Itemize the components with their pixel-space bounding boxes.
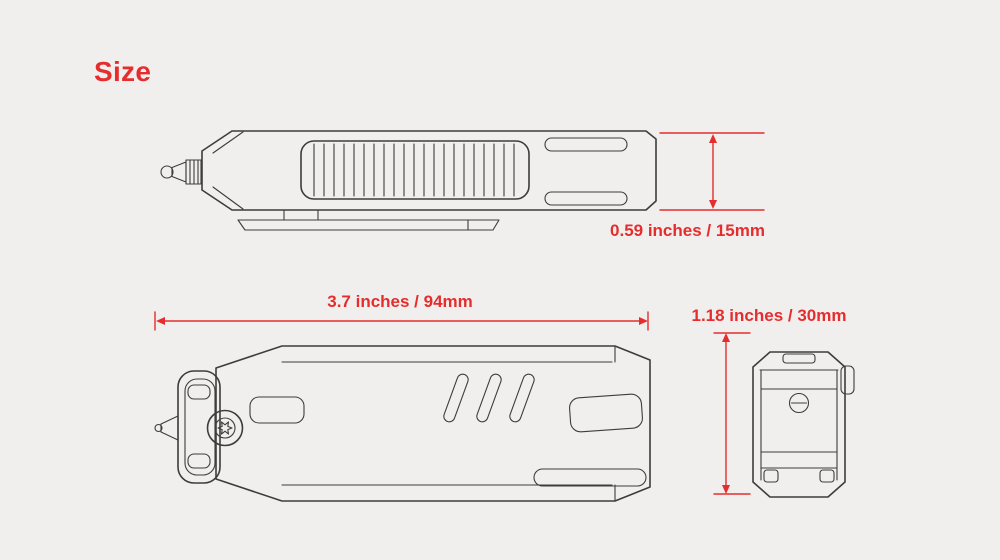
page-title: Size [94, 56, 152, 87]
length-dimension-label: 3.7 inches / 94mm [327, 292, 473, 311]
height-dimension-arrow [659, 132, 765, 211]
width-dimension-label: 1.18 inches / 30mm [691, 306, 847, 325]
top-view-drawing [154, 345, 651, 502]
side-view-drawing [160, 130, 657, 231]
height-dimension-label: 0.59 inches / 15mm [610, 221, 765, 240]
end-view-drawing [752, 351, 855, 498]
length-dimension-arrow [154, 311, 649, 331]
width-dimension-arrow [713, 332, 751, 495]
